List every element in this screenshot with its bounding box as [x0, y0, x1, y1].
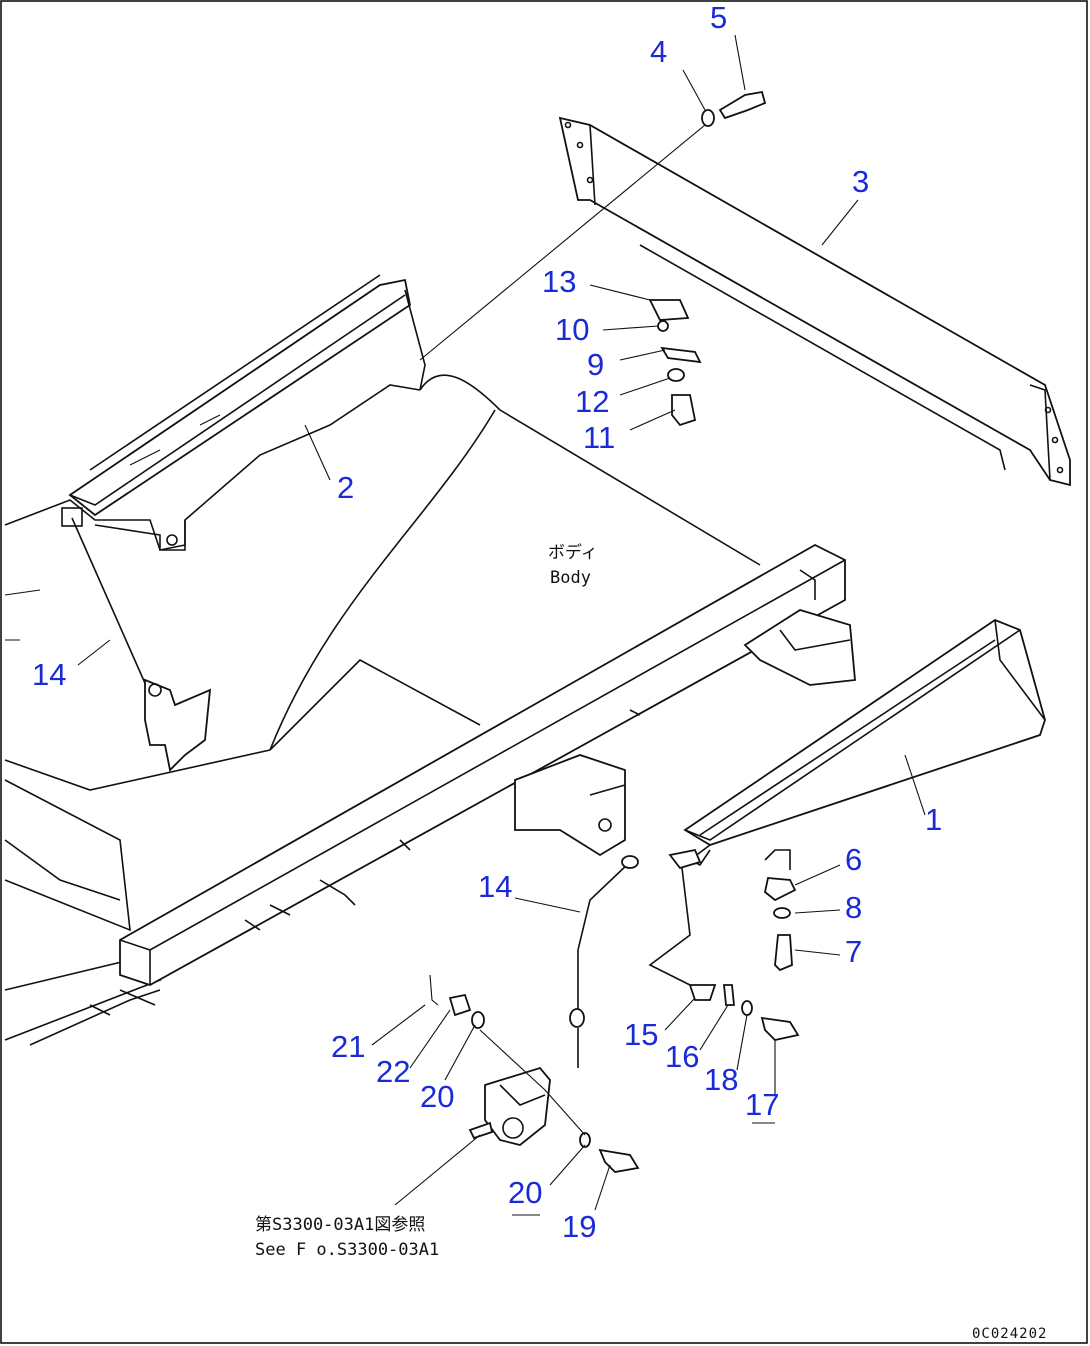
body-label-jp: ボディ — [548, 542, 598, 563]
part-9-clip — [660, 346, 702, 364]
callout-4: 4 — [650, 34, 667, 69]
leader-lines — [77, 34, 926, 1216]
part-12-washer — [667, 368, 685, 382]
callout-3: 3 — [852, 164, 869, 199]
callout-20-lower: 20 — [508, 1175, 542, 1210]
reference-note-jp: 第S3300-03A1図参照 — [255, 1215, 425, 1235]
part-13-plate — [648, 299, 690, 321]
part-3-panel — [558, 116, 1071, 487]
callout-19: 19 — [562, 1209, 596, 1244]
reference-note-en: See F o.S3300-03A1 — [255, 1240, 439, 1260]
part-7-bolt — [774, 934, 793, 972]
long-rail — [89, 543, 856, 1016]
part-1-side-rail — [683, 618, 1046, 870]
part-19-bolt — [598, 1148, 640, 1173]
callout-6: 6 — [845, 842, 862, 877]
part-10-nut — [657, 320, 669, 332]
callout-1: 1 — [925, 802, 942, 837]
callout-5: 5 — [710, 0, 727, 35]
callout-8: 8 — [845, 890, 862, 925]
panel-hardware — [648, 90, 767, 427]
part-17-bolt — [760, 1016, 800, 1041]
callout-labels: 5 4 3 13 10 9 12 11 2 14 1 6 8 7 14 21 2… — [32, 0, 942, 1244]
part-8-washer — [773, 907, 791, 919]
callout-11: 11 — [583, 420, 615, 455]
callout-2: 2 — [337, 470, 354, 505]
left-cable-assembly — [71, 517, 212, 772]
callout-9: 9 — [587, 347, 604, 382]
callout-20-upper: 20 — [420, 1079, 454, 1114]
callout-16: 16 — [665, 1039, 699, 1074]
part-4-washer — [701, 109, 715, 127]
callout-21: 21 — [331, 1029, 365, 1064]
callout-13: 13 — [542, 264, 576, 299]
part-20-washer-b — [579, 1132, 591, 1148]
body-label-en: Body — [550, 568, 591, 588]
callout-10: 10 — [555, 312, 589, 347]
part-16-spacer — [723, 984, 735, 1006]
callout-7: 7 — [845, 934, 862, 969]
part-6-bushing — [764, 877, 797, 902]
callout-22: 22 — [376, 1054, 410, 1089]
part-20-washer-a — [471, 1011, 485, 1029]
part-5-bolt — [718, 90, 767, 120]
part-15-clip — [688, 984, 717, 1001]
part-18-washer — [741, 1000, 753, 1016]
callout-17: 17 — [745, 1087, 779, 1122]
drawing-code: 0C024202 — [972, 1326, 1047, 1342]
callout-12: 12 — [575, 384, 609, 419]
callout-14-right: 14 — [478, 869, 512, 904]
part-11-bolt — [671, 394, 697, 427]
part-22-bushing — [448, 993, 472, 1017]
callout-18: 18 — [704, 1062, 738, 1097]
part-2-side-rail — [61, 274, 426, 551]
callout-15: 15 — [624, 1017, 658, 1052]
callout-14-left: 14 — [32, 657, 66, 692]
